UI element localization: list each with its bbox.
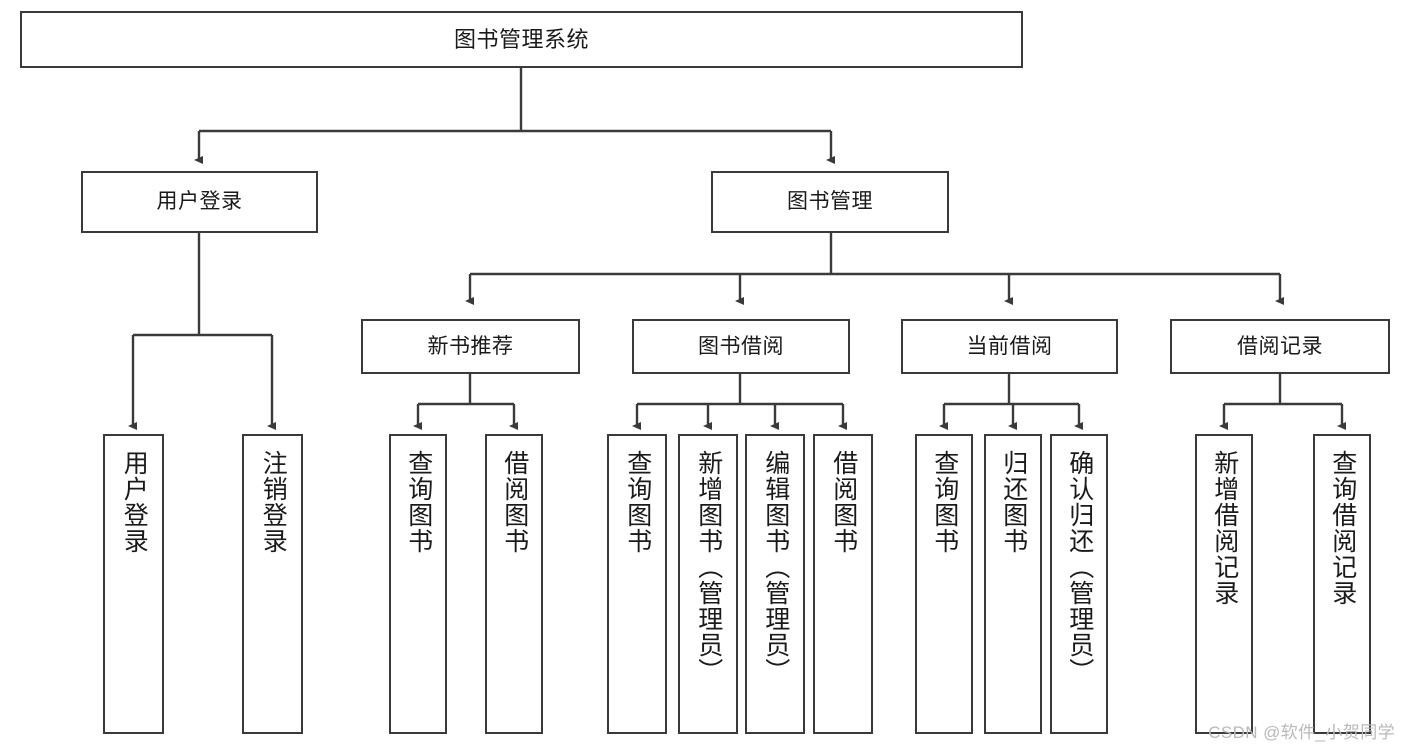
node-label: 当前借阅 — [966, 334, 1053, 358]
node-label: 用户登录 — [156, 190, 243, 214]
leaf-book-borrow-add-book-admin[interactable]: 新增图书（管理员） — [678, 434, 738, 734]
node-label: 新书推荐 — [427, 334, 514, 358]
leaf-user-login-logout[interactable]: 注销登录 — [242, 434, 303, 734]
node-label: 归还图书 — [999, 450, 1028, 554]
leaf-current-borrow-query-book[interactable]: 查询图书 — [915, 434, 973, 734]
leaf-new-book-borrow-book[interactable]: 借阅图书 — [485, 434, 543, 734]
node-label: 图书借阅 — [698, 334, 784, 358]
node-user-login[interactable]: 用户登录 — [81, 171, 318, 233]
leaf-book-borrow-edit-book-admin[interactable]: 编辑图书（管理员） — [745, 434, 805, 734]
node-label: 编辑图书（管理员） — [761, 450, 790, 684]
node-label: 图书管理 — [787, 190, 873, 214]
leaf-new-book-query-book[interactable]: 查询图书 — [389, 434, 447, 734]
node-root-book-management-system[interactable]: 图书管理系统 — [20, 11, 1023, 68]
node-label: 借阅图书 — [829, 450, 858, 554]
node-label: 注销登录 — [259, 450, 288, 554]
leaf-current-borrow-return-book[interactable]: 归还图书 — [984, 434, 1042, 734]
node-label: 借阅图书 — [500, 450, 529, 554]
node-current-borrow[interactable]: 当前借阅 — [901, 319, 1118, 374]
node-book-borrow[interactable]: 图书借阅 — [632, 319, 850, 374]
leaf-borrow-record-query-record[interactable]: 查询借阅记录 — [1313, 434, 1371, 734]
node-borrow-record[interactable]: 借阅记录 — [1170, 319, 1390, 374]
leaf-current-borrow-confirm-return-admin[interactable]: 确认归还（管理员） — [1050, 434, 1108, 734]
node-new-book-recommend[interactable]: 新书推荐 — [361, 319, 580, 374]
leaf-book-borrow-borrow-book[interactable]: 借阅图书 — [813, 434, 873, 734]
leaf-borrow-record-add-record[interactable]: 新增借阅记录 — [1195, 434, 1253, 734]
node-book-management[interactable]: 图书管理 — [711, 171, 949, 233]
leaf-user-login-login[interactable]: 用户登录 — [103, 434, 164, 734]
node-label: 查询图书 — [404, 450, 433, 554]
node-label: 查询借阅记录 — [1328, 450, 1357, 606]
node-label: 查询图书 — [623, 450, 652, 554]
csdn-watermark: CSDN @软件_小贺同学 — [1208, 723, 1395, 742]
node-label: 查询图书 — [930, 450, 959, 554]
node-label: 新增图书（管理员） — [694, 450, 723, 684]
node-label: 新增借阅记录 — [1210, 450, 1239, 606]
node-label: 借阅记录 — [1237, 334, 1323, 358]
leaf-book-borrow-query-book[interactable]: 查询图书 — [607, 434, 667, 734]
node-label: 图书管理系统 — [453, 26, 589, 52]
node-label: 确认归还（管理员） — [1065, 450, 1094, 684]
node-label: 用户登录 — [120, 450, 149, 554]
